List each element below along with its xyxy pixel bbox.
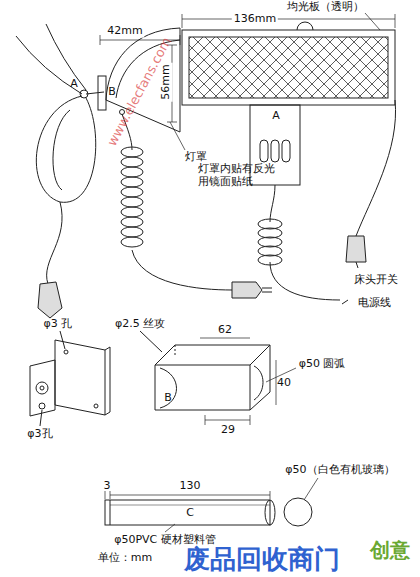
dimension: 40 — [277, 377, 291, 390]
callout-letter: C — [186, 507, 194, 520]
watermark: 废品回收商门 — [184, 545, 340, 575]
dimension: 42mm — [105, 25, 144, 38]
mount-plate — [30, 331, 162, 426]
part-label: φ50（白色有机玻璃） — [285, 464, 394, 477]
coil-loop — [121, 217, 143, 227]
coil-loop — [121, 227, 143, 237]
part-label: φ50PVC 硬材塑料管 — [114, 534, 216, 547]
dimension: 130 — [180, 480, 201, 493]
hole-label: φ3孔 — [27, 428, 52, 441]
coil-loop — [121, 147, 143, 157]
callout-letter: A — [272, 110, 280, 123]
part-label: 灯罩 — [185, 151, 207, 164]
part-label: 均光板（透明） — [287, 1, 364, 14]
dimension: 3 — [104, 480, 111, 493]
clamp — [16, 24, 104, 318]
coil-loop — [121, 207, 143, 217]
callout-letter: A — [70, 78, 78, 91]
dimension: 136mm — [232, 13, 278, 26]
hole-label: φ3 孔 — [44, 318, 73, 331]
callout-letter: B — [108, 86, 116, 99]
hole-label: φ2.5 丝攻 — [115, 318, 165, 331]
part-label: 灯罩内贴有反光用镜面贴纸 — [198, 163, 278, 188]
coil-loop — [121, 187, 143, 197]
cord-coils — [121, 147, 282, 265]
part-label: 电源线 — [358, 297, 391, 310]
coil-loop — [258, 255, 282, 265]
coil-loop — [121, 167, 143, 177]
coil-loop — [121, 177, 143, 187]
lamp-body — [182, 22, 395, 185]
part-label: φ50 圆弧 — [299, 358, 346, 371]
coil-loop — [121, 237, 143, 247]
coil-loop — [121, 197, 143, 207]
part-label: 床头开关 — [354, 274, 398, 287]
watermark: 创意 — [370, 539, 410, 562]
dimension: 56mm — [160, 62, 173, 101]
dimension: 29 — [221, 424, 235, 437]
tube-part — [105, 478, 318, 532]
coil-loop — [121, 157, 143, 167]
callout-letter: B — [164, 392, 172, 405]
dimension-lines — [100, 13, 395, 150]
box-part — [155, 338, 296, 425]
dimension: 62 — [218, 324, 232, 337]
units-note: 单位：mm — [98, 552, 152, 565]
